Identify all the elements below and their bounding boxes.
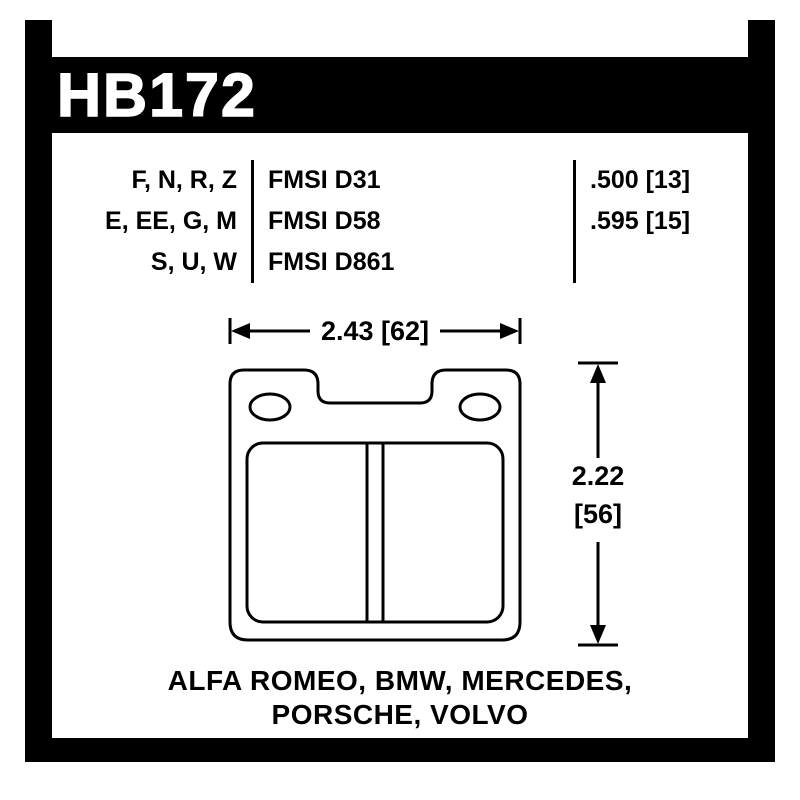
height-dimension: 2.22 [56]: [572, 361, 625, 647]
pad-outline: [228, 368, 522, 642]
fmsi-number: FMSI D861: [251, 242, 576, 283]
table-row: F, N, R, Z FMSI D31 .500 [13]: [95, 160, 746, 201]
compound-codes: S, U, W: [150, 248, 237, 276]
compound-codes: F, N, R, Z: [131, 166, 237, 194]
arrow-down-icon: [590, 625, 606, 644]
arrow-left-icon: [231, 323, 250, 339]
table-row: S, U, W FMSI D861: [95, 242, 746, 283]
height-dimension-mm: [56]: [574, 499, 622, 529]
fmsi-number: FMSI D31: [251, 160, 576, 201]
vehicle-applications: ALFA ROMEO, BMW, MERCEDES, PORSCHE, VOLV…: [50, 664, 750, 732]
width-dimension-label: 2.43 [62]: [321, 316, 429, 346]
application-line-2: PORSCHE, VOLVO: [271, 699, 529, 730]
arrow-right-icon: [500, 323, 519, 339]
height-dimension-inches: 2.22: [572, 461, 625, 491]
part-number: HB172: [56, 60, 257, 130]
mounting-hole-left: [248, 392, 292, 422]
pad-thickness: .500 [13]: [590, 166, 691, 194]
frame-left-border: [25, 20, 52, 762]
compound-fmsi-table: F, N, R, Z FMSI D31 .500 [13] E, EE, G, …: [95, 160, 746, 283]
fmsi-number: FMSI D58: [251, 201, 576, 242]
arrow-up-icon: [590, 364, 606, 383]
friction-surface: [245, 441, 505, 624]
pad-thickness: .595 [15]: [590, 207, 691, 235]
header-bar: HB172: [25, 57, 775, 133]
mounting-hole-right: [458, 392, 502, 422]
frame-right-border: [748, 20, 775, 762]
frame-bottom-border: [25, 738, 775, 762]
brake-pad-drawing: [228, 368, 522, 642]
width-dimension: 2.43 [62]: [228, 316, 522, 346]
application-line-1: ALFA ROMEO, BMW, MERCEDES,: [167, 665, 633, 696]
compound-codes: E, EE, G, M: [105, 207, 237, 235]
pad-thickness: [576, 242, 746, 283]
table-row: E, EE, G, M FMSI D58 .595 [15]: [95, 201, 746, 242]
